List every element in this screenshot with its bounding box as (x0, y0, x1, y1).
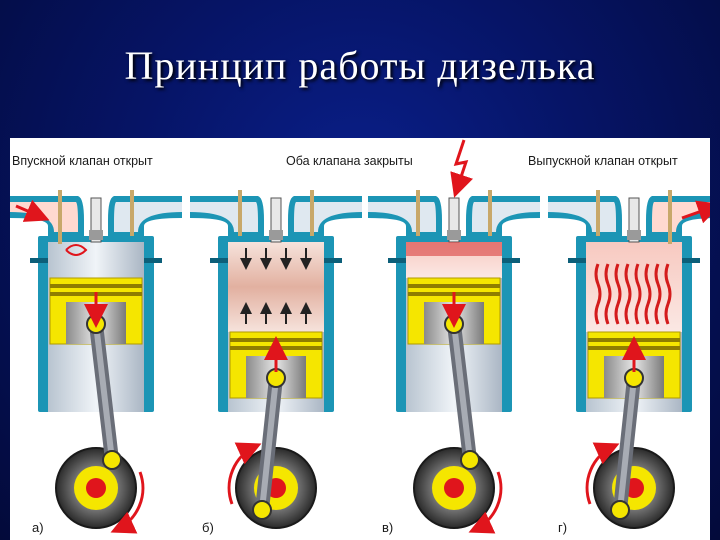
engine-stage-3 (368, 139, 540, 534)
crank-pin (252, 500, 272, 520)
injector (90, 197, 102, 243)
injector-nozzle (627, 230, 641, 240)
exhaust-gas-wave (634, 263, 642, 325)
crank-pin (460, 450, 480, 470)
injector (270, 197, 282, 243)
connecting-rod-highlight (259, 375, 279, 513)
piston-ring (408, 284, 500, 288)
stage-label-b: б) (202, 520, 214, 535)
injector-nozzle (269, 230, 283, 240)
piston-ring (230, 338, 322, 342)
caption-intake-open: Впускной клапан открыт (12, 154, 153, 168)
exhaust-gas-wave (594, 263, 602, 325)
exhaust-gas-wave (654, 263, 662, 325)
stage-label-d: г) (558, 520, 568, 535)
crank-pin (610, 500, 630, 520)
spark-bolt (450, 139, 474, 198)
caption-exhaust-open: Выпускной клапан открыт (528, 154, 678, 168)
crank-center (444, 478, 464, 498)
rotation-arrow (110, 471, 145, 534)
swirl-arrow (65, 244, 88, 256)
crank-pin (102, 450, 122, 470)
engine-stage-1 (10, 190, 182, 534)
slide-title: Принцип работы дизелька (124, 43, 596, 88)
combustion-chamber (228, 242, 324, 332)
exhaust-out-arrow (681, 200, 710, 224)
injector-nozzle (89, 230, 103, 240)
piston-ring (50, 284, 142, 288)
connecting-rod-highlight (617, 375, 637, 513)
piston-ring (588, 338, 680, 342)
exhaust-gas-wave (624, 263, 632, 325)
rotation-arrow (585, 442, 620, 505)
combustion-chamber (48, 242, 144, 278)
injector (628, 197, 640, 243)
exhaust-gas-wave (604, 263, 612, 325)
engine-stage-2 (190, 190, 362, 529)
intake-air-arrow (15, 199, 50, 222)
engine-stage-4 (548, 190, 710, 529)
exhaust-gas-wave (664, 263, 672, 325)
flame-front (406, 242, 502, 256)
diesel-diagram: Впускной клапан открыт Оба клапана закры… (10, 138, 710, 540)
exhaust-gas-wave (614, 263, 622, 325)
connecting-rod-highlight (451, 321, 473, 463)
rotation-arrow (227, 442, 262, 505)
crank-center (86, 478, 106, 498)
connecting-rod-highlight (93, 321, 115, 463)
stage-label-a: а) (32, 520, 44, 535)
stage-label-c: в) (382, 520, 394, 535)
caption-both-closed: Оба клапана закрыты (286, 154, 413, 168)
injector-nozzle (447, 230, 461, 240)
rotation-arrow (468, 471, 503, 534)
exhaust-gas-wave (644, 263, 652, 325)
